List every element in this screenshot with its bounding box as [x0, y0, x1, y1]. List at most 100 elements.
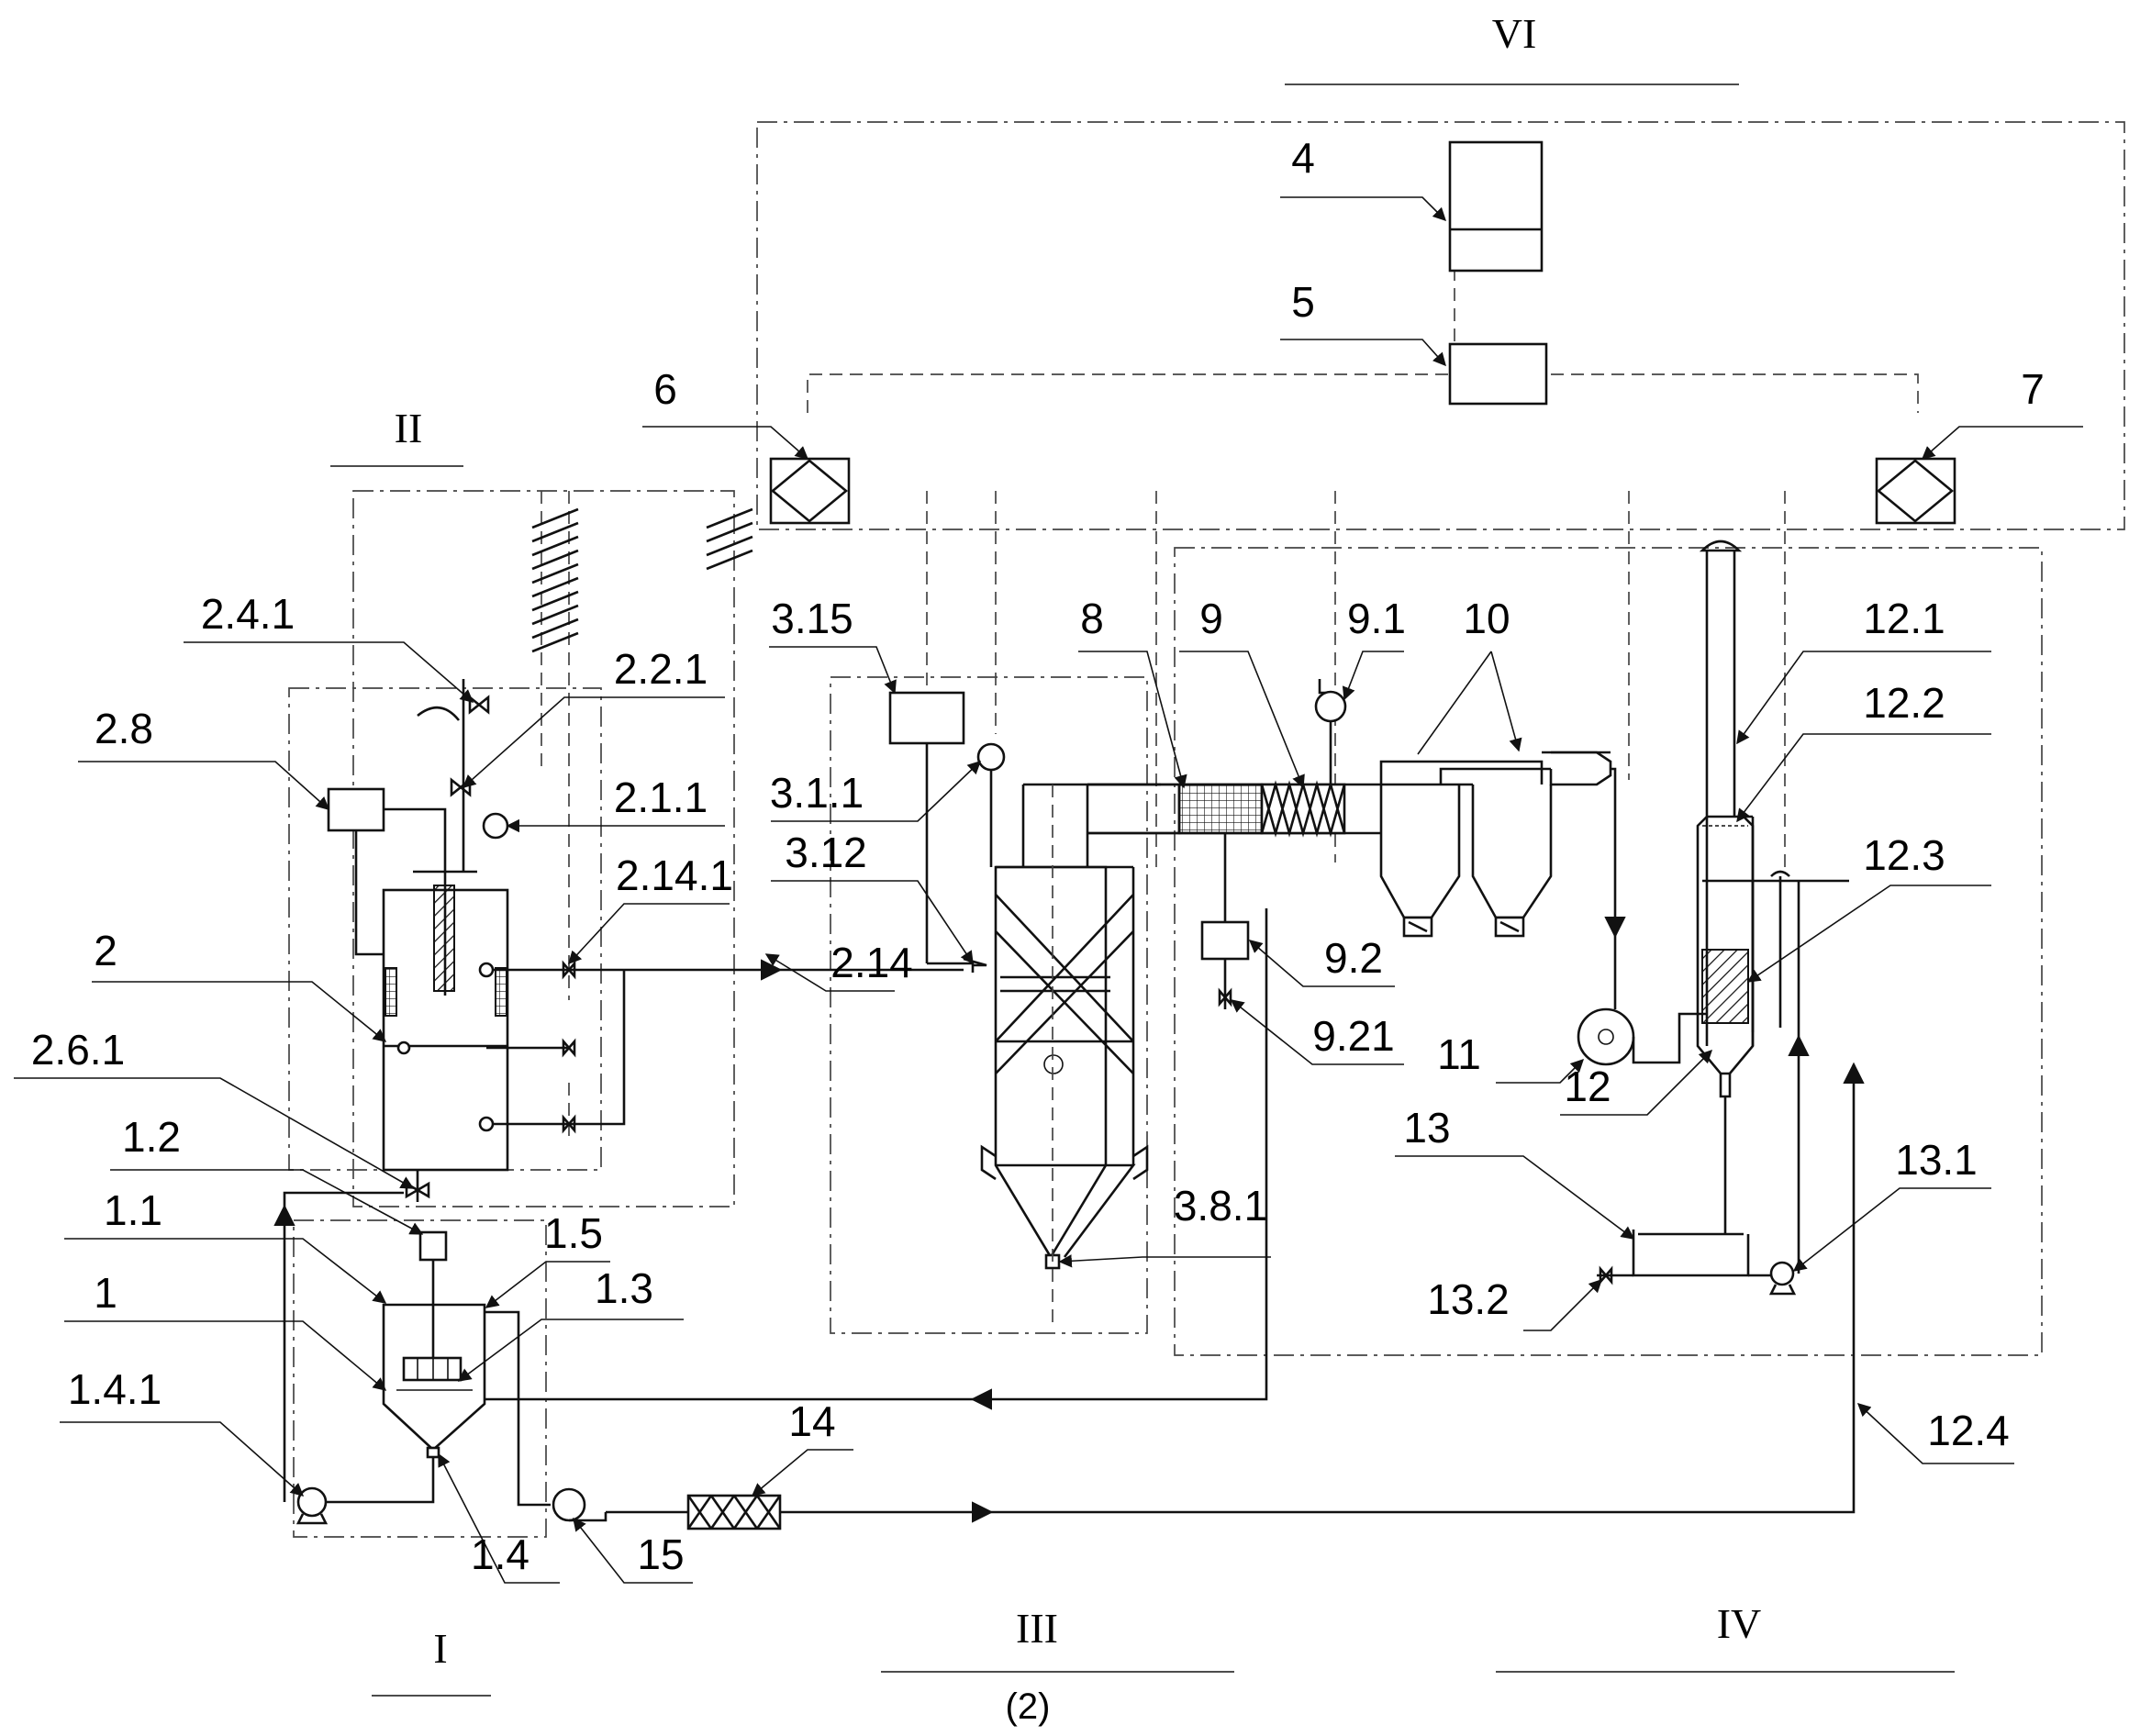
leader-13 — [1395, 1155, 1635, 1240]
gas-cleaning-group: IV — [1087, 540, 1955, 1673]
leader-12-3 — [1746, 885, 1991, 983]
leader-3-1-1 — [771, 761, 982, 822]
tower-3-outlet — [1087, 783, 1181, 835]
label-3-12: 3.12 — [785, 829, 867, 876]
tower-3-shell — [994, 865, 1108, 1260]
reactor-2-port-1 — [396, 1040, 411, 1055]
leader-4 — [1280, 196, 1447, 222]
leader-2-14-1 — [568, 903, 730, 965]
pump-13-1-base — [1768, 1284, 1797, 1296]
label-2-4-1: 2.4.1 — [201, 590, 295, 638]
tank-1-filter-1-3 — [402, 1356, 463, 1382]
scrubber-12 — [1696, 816, 1755, 1075]
cyclone-outlet — [1439, 751, 1612, 786]
leader-13-1 — [1792, 1187, 1991, 1272]
label-12-4: 12.4 — [1927, 1407, 2010, 1454]
signal-line-5-6-7 — [807, 373, 1919, 413]
mixer-8 — [1177, 783, 1264, 835]
label-2-14-1: 2.14.1 — [616, 851, 733, 899]
leader-10 — [1417, 651, 1519, 754]
label-1-5: 1.5 — [544, 1209, 603, 1257]
label-2: 2 — [94, 927, 117, 974]
leader-1-4-1 — [60, 1421, 305, 1497]
recirculation-top — [283, 1191, 404, 1207]
tank-13 — [1632, 1230, 1750, 1277]
label-1-1: 1.1 — [104, 1186, 162, 1234]
pipe-2-14 — [569, 970, 780, 1126]
tower-3-packing — [995, 894, 1134, 1074]
valve-2-4-1 — [468, 695, 490, 715]
label-8: 8 — [1080, 595, 1104, 642]
leader-15 — [573, 1517, 693, 1584]
leader-2-4-1 — [184, 641, 474, 703]
tank-1-overflow — [485, 1310, 551, 1507]
sensor-7-diamond — [1876, 459, 1955, 523]
reactor-2-port-3 — [478, 1116, 495, 1132]
label-3-8-1: 3.8.1 — [1174, 1182, 1267, 1230]
label-10: 10 — [1463, 595, 1510, 642]
label-2-1-1: 2.1.1 — [614, 773, 708, 821]
doser-9-2 — [1200, 920, 1250, 961]
leader-1-5 — [485, 1261, 610, 1308]
label-12: 12 — [1564, 1063, 1611, 1110]
label-1-2: 1.2 — [122, 1113, 181, 1161]
label-1-4: 1.4 — [471, 1530, 529, 1578]
leader-8 — [1078, 651, 1187, 789]
motor-1-2 — [418, 1230, 448, 1262]
label-13: 13 — [1403, 1104, 1450, 1152]
label-3-15: 3.15 — [771, 595, 853, 642]
label-6: 6 — [653, 365, 677, 413]
leader-3-15 — [769, 646, 897, 695]
label-1-3: 1.3 — [595, 1264, 653, 1312]
tank-1-group: I — [273, 908, 1268, 1697]
section-iii-title: III — [1016, 1605, 1058, 1652]
heater-14 — [686, 1494, 782, 1530]
leader-9-21 — [1230, 999, 1404, 1065]
leader-9-2 — [1248, 940, 1395, 987]
section-iv-boundary — [1174, 547, 2043, 1356]
leader-1-2 — [110, 1169, 424, 1235]
leader-14 — [751, 1449, 853, 1497]
computer-4 — [1448, 140, 1544, 273]
reactor-2-heater-left — [385, 967, 397, 1017]
fan-11-outlet — [1632, 1012, 1707, 1064]
section-ii-upper-boundary — [352, 490, 735, 1207]
leader-1-3 — [457, 1319, 684, 1382]
leader-1-4 — [438, 1452, 560, 1584]
leader-12-2 — [1736, 733, 1991, 823]
label-2-6-1: 2.6.1 — [31, 1026, 125, 1074]
tower-3-group: III (2) — [881, 691, 1234, 1727]
vent-hook — [417, 706, 461, 721]
tank-1-drain — [326, 1457, 435, 1504]
outlet-lines — [486, 968, 569, 1126]
label-9: 9 — [1199, 595, 1223, 642]
hatch-marks-2 — [706, 507, 753, 571]
hatch-marks-1 — [531, 507, 579, 653]
leader-12-4 — [1856, 1403, 2014, 1464]
stack-12-1 — [1705, 551, 1736, 817]
blower-9-1 — [1314, 690, 1347, 723]
sensor-7 — [1875, 457, 1956, 525]
cyclone-10-b-valve-mark — [1499, 920, 1520, 933]
tower-3-nozzle — [1043, 1054, 1064, 1074]
leader-6 — [642, 426, 809, 460]
leader-3-8-1 — [1058, 1254, 1271, 1268]
label-2-2-1: 2.2.1 — [614, 645, 708, 693]
valve-mid — [562, 1038, 576, 1058]
packing-12-3 — [1701, 949, 1749, 1024]
label-12-1: 12.1 — [1863, 595, 1945, 642]
label-11: 11 — [1437, 1030, 1481, 1078]
component-labels: 4 5 6 7 2.4.1 2.2.1 2.8 2.1.1 2.14.1 2 2… — [31, 134, 2045, 1578]
tank-1-outlet-1-4 — [426, 1446, 440, 1459]
tower-3-top — [1021, 783, 1161, 867]
section-iii-boundary — [830, 676, 1148, 1334]
heater-14-coil — [686, 1495, 782, 1530]
label-14: 14 — [788, 1397, 835, 1445]
heat-exchanger-9 — [1260, 783, 1346, 835]
pump-1-4-1 — [296, 1486, 328, 1518]
leader-2-14 — [764, 953, 895, 992]
reactor-2-baffle — [433, 885, 455, 992]
label-7: 7 — [2021, 365, 2045, 413]
leader-11 — [1496, 1058, 1585, 1084]
